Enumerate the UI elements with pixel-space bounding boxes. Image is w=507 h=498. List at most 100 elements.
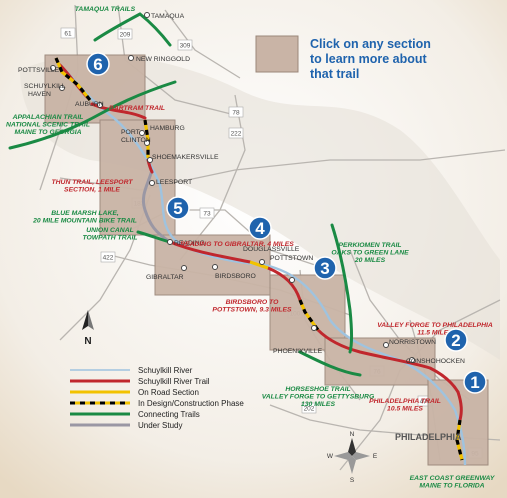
legend-label: Schuylkill River Trail xyxy=(138,377,210,386)
section-number[interactable]: 1 xyxy=(470,373,479,392)
trail-label-line: UNION CANAL xyxy=(86,227,134,234)
compass-east: E xyxy=(373,453,378,460)
trail-label-line: READING TO GIBRALTAR, 4 MILES xyxy=(180,241,294,248)
route-number: 209 xyxy=(120,32,131,39)
legend-item: Schuylkill River Trail xyxy=(70,377,210,386)
legend-item: Schuylkill River xyxy=(70,366,193,375)
town-label: READING xyxy=(174,240,205,247)
section-badge-6[interactable]: 6 xyxy=(86,52,110,76)
trail-label-line: BLUE MARSH LAKE, xyxy=(51,210,119,217)
section-badges: 6 5 4 3 2 1 xyxy=(86,52,487,394)
perkiomen-line xyxy=(330,223,353,354)
trail-label-line: EAST COAST GREENWAY xyxy=(410,475,496,482)
reading-gibraltar-label: READING TO GIBRALTAR, 4 MILES xyxy=(180,241,294,248)
click-prompt: Click on any section to learn more about… xyxy=(255,35,431,81)
town-label: POTTSVILLE xyxy=(18,67,60,74)
prompt-line: Click on any section xyxy=(310,37,431,51)
section-number[interactable]: 4 xyxy=(255,219,265,238)
route-number: 222 xyxy=(231,131,242,138)
legend-label: Under Study xyxy=(138,421,182,430)
town-label: DOUGLASSVILLE xyxy=(243,246,300,253)
trail-label-line: PERKIOMEN TRAIL xyxy=(338,242,401,249)
legend-item: On Road Section xyxy=(70,388,199,397)
trail-label-line: 11.5 MILES xyxy=(417,330,453,337)
trail-label-line: VALLEY FORGE TO GETTYSBURG xyxy=(262,394,375,401)
section-number[interactable]: 5 xyxy=(173,199,182,218)
trail-label-line: MAINE TO FLORIDA xyxy=(419,483,484,490)
trail-label-line: OAKS TO GREEN LANE xyxy=(331,250,409,257)
construction-segments xyxy=(54,57,464,461)
route-number: 61 xyxy=(64,31,72,38)
legend-label: Schuylkill River xyxy=(138,366,193,375)
town-label: PHOENIXVILLE xyxy=(273,348,323,355)
route-shield: 422 xyxy=(100,251,116,263)
blue-marsh-label: BLUE MARSH LAKE,20 MILE MOUNTAIN BIKE TR… xyxy=(32,210,137,225)
town-dots xyxy=(50,12,415,363)
trail-label-line: APPALACHIAN TRAIL xyxy=(12,114,84,121)
section-number[interactable]: 2 xyxy=(451,331,460,350)
trail-label-line: VALLEY FORGE TO PHILADELPHIA xyxy=(377,322,493,329)
north-arrow-label: N xyxy=(84,336,91,347)
town-label: PHILADELPHIA xyxy=(395,432,462,442)
section-number[interactable]: 3 xyxy=(320,259,329,278)
trail-label-line: 130 MILES xyxy=(301,401,335,408)
section-badge-4[interactable]: 4 xyxy=(248,216,272,240)
trail-label-line: PHILADELPHIA TRAIL xyxy=(369,398,441,405)
compass-west: W xyxy=(327,453,334,460)
prompt-line: that trail xyxy=(310,67,359,81)
trail-label-line: 10.5 MILES xyxy=(387,406,423,413)
town-label: PORT xyxy=(121,129,140,136)
trail-label-line: 20 MILES xyxy=(354,257,386,264)
town-label: HAVEN xyxy=(28,91,51,98)
trail-label-line: 20 MILE MOUNTAIN BIKE TRAIL xyxy=(32,218,137,225)
trail-label-line: BARTRAM TRAIL xyxy=(109,105,165,112)
section-box-5[interactable] xyxy=(99,119,176,236)
section-badge-3[interactable]: 3 xyxy=(313,256,337,280)
route-number: 422 xyxy=(103,255,114,262)
route-shield: 202 xyxy=(301,402,317,414)
town-label: GIBRALTAR xyxy=(146,274,184,281)
schuylkill-river xyxy=(59,64,467,466)
trail-label-line: THUN TRAIL, LEESPORT xyxy=(51,179,133,186)
tamaqua-trail-line xyxy=(93,12,172,47)
route-number: 309 xyxy=(180,43,191,50)
town-label: SHOEMAKERSVILLE xyxy=(152,154,219,161)
route-number: 202 xyxy=(304,406,315,413)
section-number[interactable]: 6 xyxy=(93,55,102,74)
route-number: 476 xyxy=(420,399,431,406)
legend-label: Connecting Trails xyxy=(138,410,200,419)
town-label: HAMBURG xyxy=(150,125,185,132)
trail-label-line: HORSESHOE TRAIL xyxy=(285,386,350,393)
route-number: 73 xyxy=(203,211,211,218)
compass-rose: N S W E xyxy=(327,431,378,484)
section-badge-1[interactable]: 1 xyxy=(463,370,487,394)
appalachian-trail-line xyxy=(8,80,177,150)
town-labels: TAMAQUA NEW RINGGOLD POTTSVILLE SCHUYLKI… xyxy=(18,13,465,442)
route-shield: 73 xyxy=(199,207,215,219)
town-label: CONSHOHOCKEN xyxy=(406,358,465,365)
route-shield: 309 xyxy=(177,39,193,51)
town-label: LEESPORT xyxy=(156,179,192,186)
horseshoe-line xyxy=(298,350,362,377)
town-label: CLINTON xyxy=(121,137,151,144)
compass-north: N xyxy=(350,431,355,438)
town-label: AUBURN xyxy=(75,101,104,108)
town-label: BIRDSBORO xyxy=(215,273,256,280)
trail-labels: TAMAQUA TRAILS BARTRAM TRAIL APPALACHIAN… xyxy=(6,6,496,490)
town-label: NORRISTOWN xyxy=(389,339,436,346)
trail-label-line: MAINE TO GEORGIA xyxy=(14,129,81,136)
prompt-swatch xyxy=(255,35,299,73)
section-badge-5[interactable]: 5 xyxy=(166,196,190,220)
bartram-trail-label: BARTRAM TRAIL xyxy=(109,105,165,112)
town-label: NEW RINGGOLD xyxy=(136,56,190,63)
legend-item: In Design/Construction Phase xyxy=(70,399,244,408)
route-shield: 78 xyxy=(228,106,244,118)
section-badge-2[interactable]: 2 xyxy=(444,328,468,352)
